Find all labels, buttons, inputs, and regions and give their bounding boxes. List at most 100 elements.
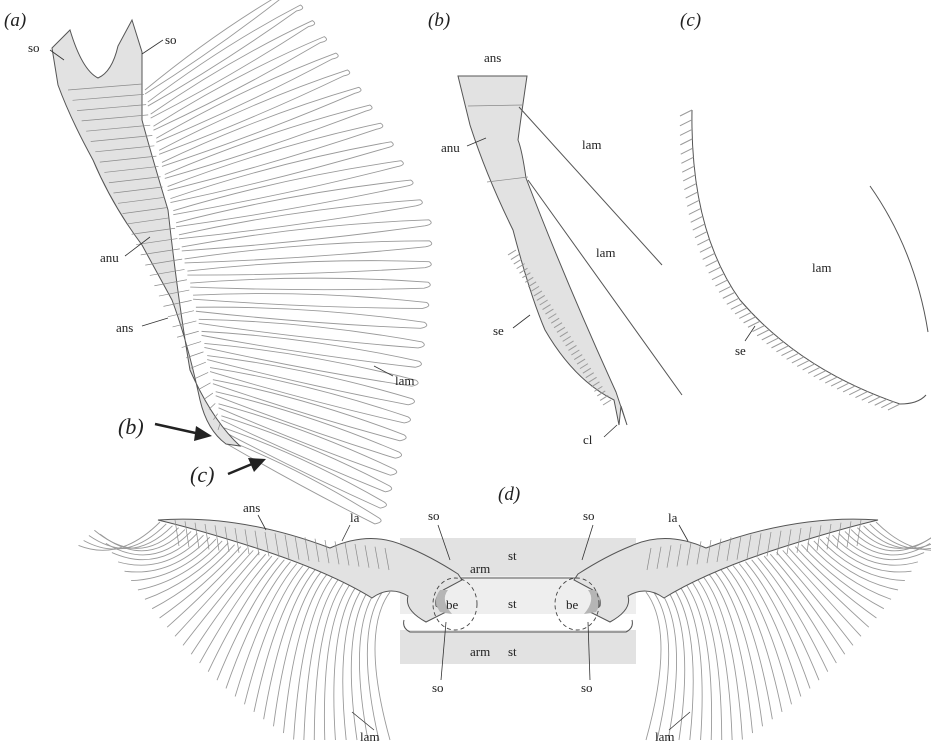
panel-c-se-label: se	[735, 343, 746, 358]
panel-c-seta	[855, 392, 867, 398]
panel-b-seta	[603, 400, 611, 405]
panel-c-seta	[686, 192, 698, 198]
panel-c-seta	[748, 321, 760, 327]
panel-c-seta	[700, 246, 712, 252]
panel-d-left-lamella	[152, 545, 234, 609]
panel-d-so-top-left-label: so	[428, 508, 440, 523]
panel-d-la-right-leader	[679, 525, 688, 541]
panel-d-right-lamella	[696, 577, 732, 740]
panel-d-st-mid-label: st	[508, 596, 517, 611]
panel-a-lamella	[190, 278, 430, 290]
panel-c-seta	[706, 260, 718, 266]
panel-c-setae	[680, 110, 900, 410]
panel-a-so-left-label: so	[28, 40, 40, 55]
panel-a-lamella	[196, 307, 427, 328]
panel-c-seta	[680, 110, 692, 116]
panel-d-right-shaft	[574, 519, 878, 622]
panel-c-lam-label: lam	[812, 260, 832, 275]
arrow-b-head	[194, 426, 212, 441]
panel-a-lamella	[193, 294, 429, 309]
panel-d-la-right-label: la	[668, 510, 678, 525]
panel-c-seta	[712, 274, 724, 280]
panel-a-lamella	[182, 220, 431, 251]
panel-a-lamella	[179, 200, 422, 239]
panel-d-la-left-label: la	[350, 510, 360, 525]
panel-c-seta	[715, 280, 727, 286]
panel-c-seta	[687, 200, 699, 206]
panel-a-annulus	[173, 321, 197, 327]
panel-b-se-leader	[513, 315, 530, 328]
panel-a-annulus	[204, 393, 213, 399]
panel-d-ans-label: ans	[243, 500, 260, 515]
panel-a-so-right-label: so	[165, 32, 177, 47]
panel-c-seta	[849, 389, 861, 395]
panel-c-seta	[881, 402, 893, 408]
panel-b-label: (b)	[428, 10, 450, 31]
panel-d-st-bottom-label: st	[508, 644, 517, 659]
panel-d-right-lamella	[665, 586, 685, 740]
panel-c-seta	[792, 357, 804, 363]
panel-a-annulus	[191, 362, 206, 368]
panel-a-annulus	[195, 372, 208, 378]
arrow-c-label: (c)	[190, 462, 214, 487]
panel-c-seta	[862, 394, 874, 400]
panel-d-arm-bottom-label: arm	[470, 644, 490, 659]
panel-c-seta	[776, 346, 788, 352]
panel-c-seta	[875, 399, 887, 405]
panel-c-label: (c)	[680, 10, 701, 31]
arrow-c-shaft	[228, 464, 252, 474]
panel-c-seta	[723, 292, 735, 298]
panel-d-left-lamella	[324, 581, 352, 740]
panel-c-seta	[695, 232, 707, 238]
panel-d-right-lamella	[789, 548, 869, 627]
panel-c-seta	[808, 367, 820, 373]
panel-d-right-lamella	[801, 545, 883, 609]
panel-c-seta	[744, 317, 756, 323]
panel-d-right-lamella	[702, 575, 742, 740]
panel-c: (c) lam se	[680, 10, 928, 410]
panel-d-la-left-leader	[342, 525, 350, 541]
panel-b-se-label: se	[493, 323, 504, 338]
panel-d-left-lamella	[160, 547, 241, 618]
panel-c-seta	[693, 224, 705, 230]
panel-d-right-lamella	[683, 581, 711, 740]
arrow-b-shaft	[155, 424, 200, 434]
panel-c-seta	[682, 166, 694, 172]
panel-c-seta	[781, 350, 793, 356]
panel-c-seta	[689, 208, 701, 214]
panel-a-label: (a)	[4, 10, 26, 31]
panel-b-seta	[514, 259, 522, 264]
panel-a-lamellae-fan	[145, 0, 432, 524]
panel-d-right-lamella	[870, 524, 931, 549]
panel-a-antennule-shaft	[52, 20, 240, 446]
panel-a-so-right-leader	[142, 40, 163, 54]
panel-d-lam-left-label: lam	[360, 729, 380, 744]
panel-c-seta	[683, 175, 695, 181]
panel-b-seta	[508, 250, 516, 255]
panel-c-seta	[727, 298, 739, 304]
panel-a-lamella	[156, 53, 338, 142]
panel-c-seta	[767, 338, 779, 344]
panel-d-left-lamella	[314, 579, 346, 740]
panel-a-annulus	[209, 403, 215, 409]
panel-c-seta	[680, 120, 692, 126]
panel-d-right-lamella	[864, 526, 931, 549]
panel-c-seta	[691, 216, 703, 222]
panel-d-left-lamella	[334, 583, 359, 740]
panel-a-annulus	[177, 331, 199, 337]
panel-c-seta	[757, 330, 769, 336]
panel-c-seta	[709, 267, 721, 273]
panel-c-seta	[680, 139, 692, 145]
panel-c-seta	[819, 374, 831, 380]
panel-d-right-lamella	[795, 547, 876, 618]
panel-a-lamella	[187, 261, 431, 275]
panel-d-be-left-label: be	[446, 597, 459, 612]
panel-b-seta	[600, 395, 608, 400]
panel-b-anu-label: anu	[441, 140, 460, 155]
panel-d-be-right-label: be	[566, 597, 579, 612]
panel-d-left-lamella	[351, 586, 371, 740]
panel-c-seta	[719, 286, 731, 292]
panel-c-seta	[825, 377, 837, 383]
panel-c-seta	[681, 148, 693, 154]
panel-d-left-lamella	[304, 577, 340, 740]
